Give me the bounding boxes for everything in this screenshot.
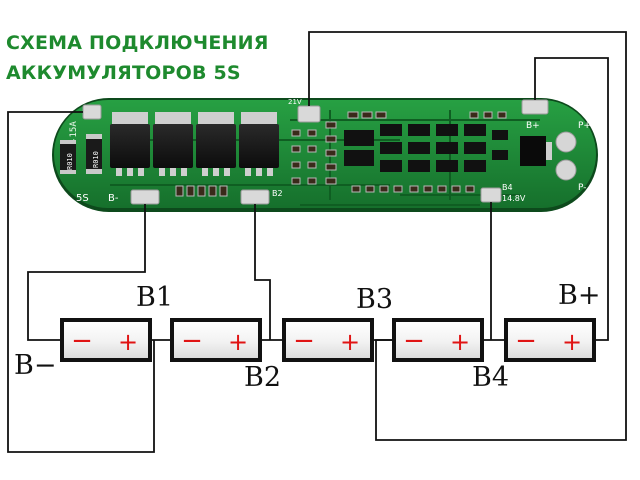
battery-cell-1: − + [60,318,152,362]
p-plus-pad [555,131,577,153]
cell-5-minus-sign: − [515,326,537,356]
cell-3-minus-sign: − [293,326,315,356]
mosfet-array [110,112,279,176]
p-minus-label: P- [578,183,586,193]
label-b1: B1 [136,282,174,313]
shunt-resistor-1-mark: R010 [92,151,100,168]
bplus-pad [521,99,549,115]
p-minus-pad [555,159,577,181]
bms-board: HX-5S-15A R010 R010 [52,98,598,212]
shunt-resistor-2: R010 [60,140,76,174]
battery-cell-2: − + [170,318,262,362]
output-pads: P+ P- [555,121,591,193]
connection-wires [7,31,627,453]
output-mosfet [520,136,546,166]
bminus-pad [130,189,160,205]
mosfet-1 [110,112,150,176]
board-bplus-label: B+ [526,121,540,131]
board-b1-label: 21V [288,98,302,106]
b4-pad [480,187,502,203]
battery-cell-5: − + [504,318,596,362]
battery-cell-4: − + [392,318,484,362]
wire-b-plus [534,57,609,341]
battery-cells: − + − + − + − + [60,318,596,362]
label-b2: B2 [244,362,282,393]
board-b4-label: B4 [502,183,513,192]
wire-b-minus-2 [27,204,146,341]
shunt-resistor-1: R010 [86,134,102,174]
cell-3-plus-sign: + [340,328,360,356]
battery-cell-3: − + [282,318,374,362]
cell-1-plus-sign: + [118,328,138,356]
b2-pad [240,189,270,205]
wire-b2 [254,204,271,340]
mosfet-3 [196,112,236,176]
board-bminus-label: B- [108,193,119,204]
cell-2-plus-sign: + [228,328,248,356]
balance-pads [82,99,549,205]
bminus-top-pad [82,104,102,120]
smd-components [175,111,552,197]
cell-2-minus-sign: − [181,326,203,356]
cell-1-minus-sign: − [71,326,93,356]
label-b3: B3 [356,284,394,315]
board-b2-label: B2 [272,189,283,198]
cell-5-plus-sign: + [562,328,582,356]
diagram-title-line-1: СХЕМА ПОДКЛЮЧЕНИЯ [6,32,269,54]
protection-ic-row [344,124,508,172]
wire-b-minus [7,111,155,453]
cell-4-plus-sign: + [450,328,470,356]
wire-b3 [308,31,627,441]
label-b-plus: B+ [558,280,601,311]
label-b-minus: B− [14,350,57,381]
p-plus-label: P+ [578,121,591,131]
label-b4: B4 [472,362,510,393]
board-b4-voltage: 14.8V [502,194,526,203]
cell-4-minus-sign: − [403,326,425,356]
mosfet-2 [153,112,193,176]
board-5s-label: 5S [76,193,89,204]
b1-pad [297,105,321,123]
mosfet-4 [239,112,279,176]
shunt-resistor-2-mark: R010 [66,153,74,170]
diagram-title-line-2: АККУМУЛЯТОРОВ 5S [6,62,241,84]
